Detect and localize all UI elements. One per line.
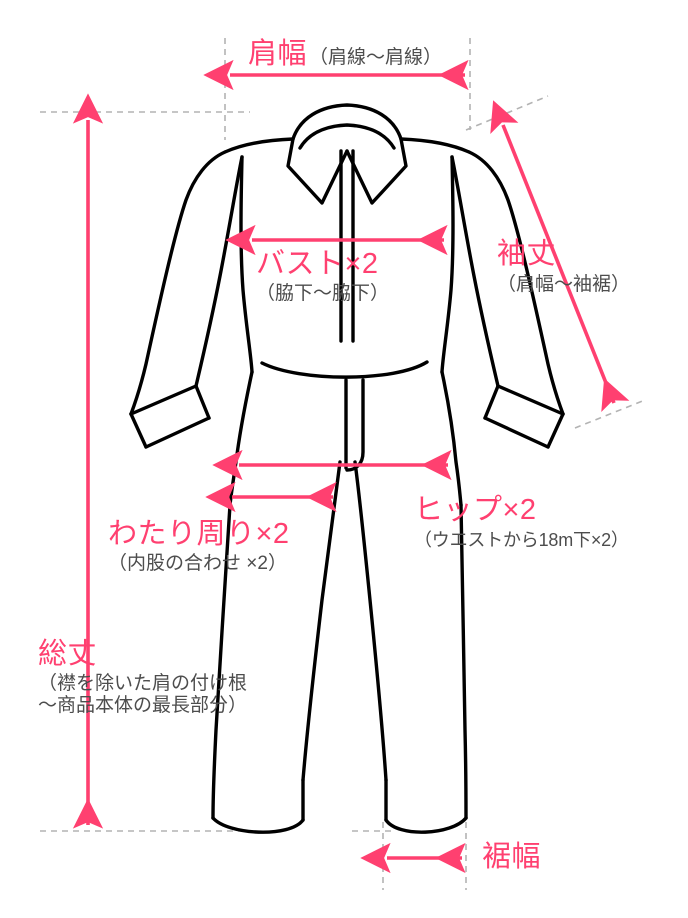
label-bust-sub: （脇下〜脇下） [256, 283, 390, 305]
label-hip-sub: （ウエストから18m下×2） [414, 530, 629, 551]
label-shoulder-width-sub: （肩線〜肩線） [309, 47, 443, 68]
collar-leaf-left [286, 137, 349, 205]
cuff-left-bottom [144, 416, 211, 449]
cuff-left-inner [194, 384, 211, 420]
sleeve-left-inner [194, 155, 244, 388]
cuff-left-outer [129, 412, 148, 449]
label-total-length-sub-1: （襟を除いた肩の付け根 [38, 673, 248, 695]
measurement-arrows [72, 59, 630, 874]
bodice-side-right [440, 155, 455, 374]
label-bust-main: バスト×2 [256, 248, 379, 280]
sleeve-left-outer [129, 150, 227, 416]
label-sleeve-length-sub: （肩幅〜袖裾） [497, 274, 631, 296]
hip-side-right [440, 370, 463, 507]
inseam-left [301, 460, 342, 782]
collar-leaf-right [345, 137, 408, 205]
cuff-left-top [129, 384, 198, 416]
label-sleeve-length-main: 袖丈 [497, 238, 557, 270]
collar-band [291, 103, 403, 141]
label-total-length: 総丈 （襟を除いた肩の付け根 〜商品本体の最長部分） [38, 638, 247, 716]
label-thigh-main: わたり周り×2 [108, 518, 290, 550]
sleeve-right-inner [450, 155, 500, 388]
hip-side-left [228, 370, 254, 507]
shoulder-left [223, 137, 295, 154]
label-hem-width: 裾幅 [482, 841, 541, 873]
garment-outline [129, 103, 565, 834]
bodice-side-left [239, 155, 254, 374]
label-hip-main: ヒップ×2 [414, 494, 537, 526]
cuff-right-outer [546, 412, 565, 449]
shoulder-right [399, 137, 471, 154]
leg-right-hem [384, 816, 468, 834]
leg-right-outer [459, 503, 468, 820]
label-sleeve-length: 袖丈 （肩幅〜袖裾） [497, 238, 630, 296]
label-hip: ヒップ×2 （ウエストから18m下×2） [414, 494, 629, 551]
label-hem-width-main: 裾幅 [482, 841, 542, 873]
label-shoulder-width: 肩幅 （肩線〜肩線） [248, 38, 442, 70]
label-thigh: わたり周り×2 （内股の合わせ ×2） [108, 518, 290, 575]
fly-curve [345, 378, 365, 472]
label-thigh-sub: （内股の合わせ ×2） [108, 553, 287, 575]
guide-sleeve-top [465, 95, 549, 131]
collar-inner [298, 123, 396, 150]
label-total-length-sub-2: 〜商品本体の最長部分） [38, 694, 248, 716]
cuff-right-inner [483, 384, 500, 420]
leg-left-outer [211, 503, 232, 820]
inseam-right [353, 460, 388, 782]
waistband [260, 360, 429, 379]
leg-left-hem [211, 816, 305, 834]
label-shoulder-width-main: 肩幅 [248, 38, 308, 70]
cuff-right-bottom [483, 416, 550, 449]
arrow-sleeve-length [490, 100, 630, 412]
label-total-length-main: 総丈 [38, 638, 98, 670]
guide-sleeve-cuff [574, 399, 646, 429]
label-bust: バスト×2 （脇下〜脇下） [256, 248, 389, 305]
